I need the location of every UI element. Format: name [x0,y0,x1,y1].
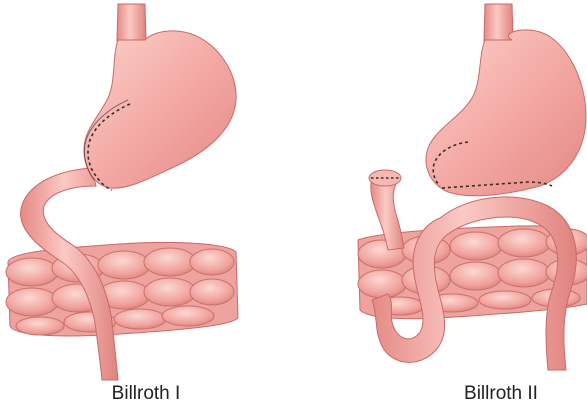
billroth-i-illustration [6,4,238,380]
colon-left [6,242,238,336]
stomach-remnant-right [426,30,586,196]
caption-billroth-ii: Billroth II [436,383,566,405]
billroth-ii-illustration [358,4,587,370]
stomach-remnant-left [84,31,236,188]
caption-billroth-i: Billroth I [86,383,206,405]
